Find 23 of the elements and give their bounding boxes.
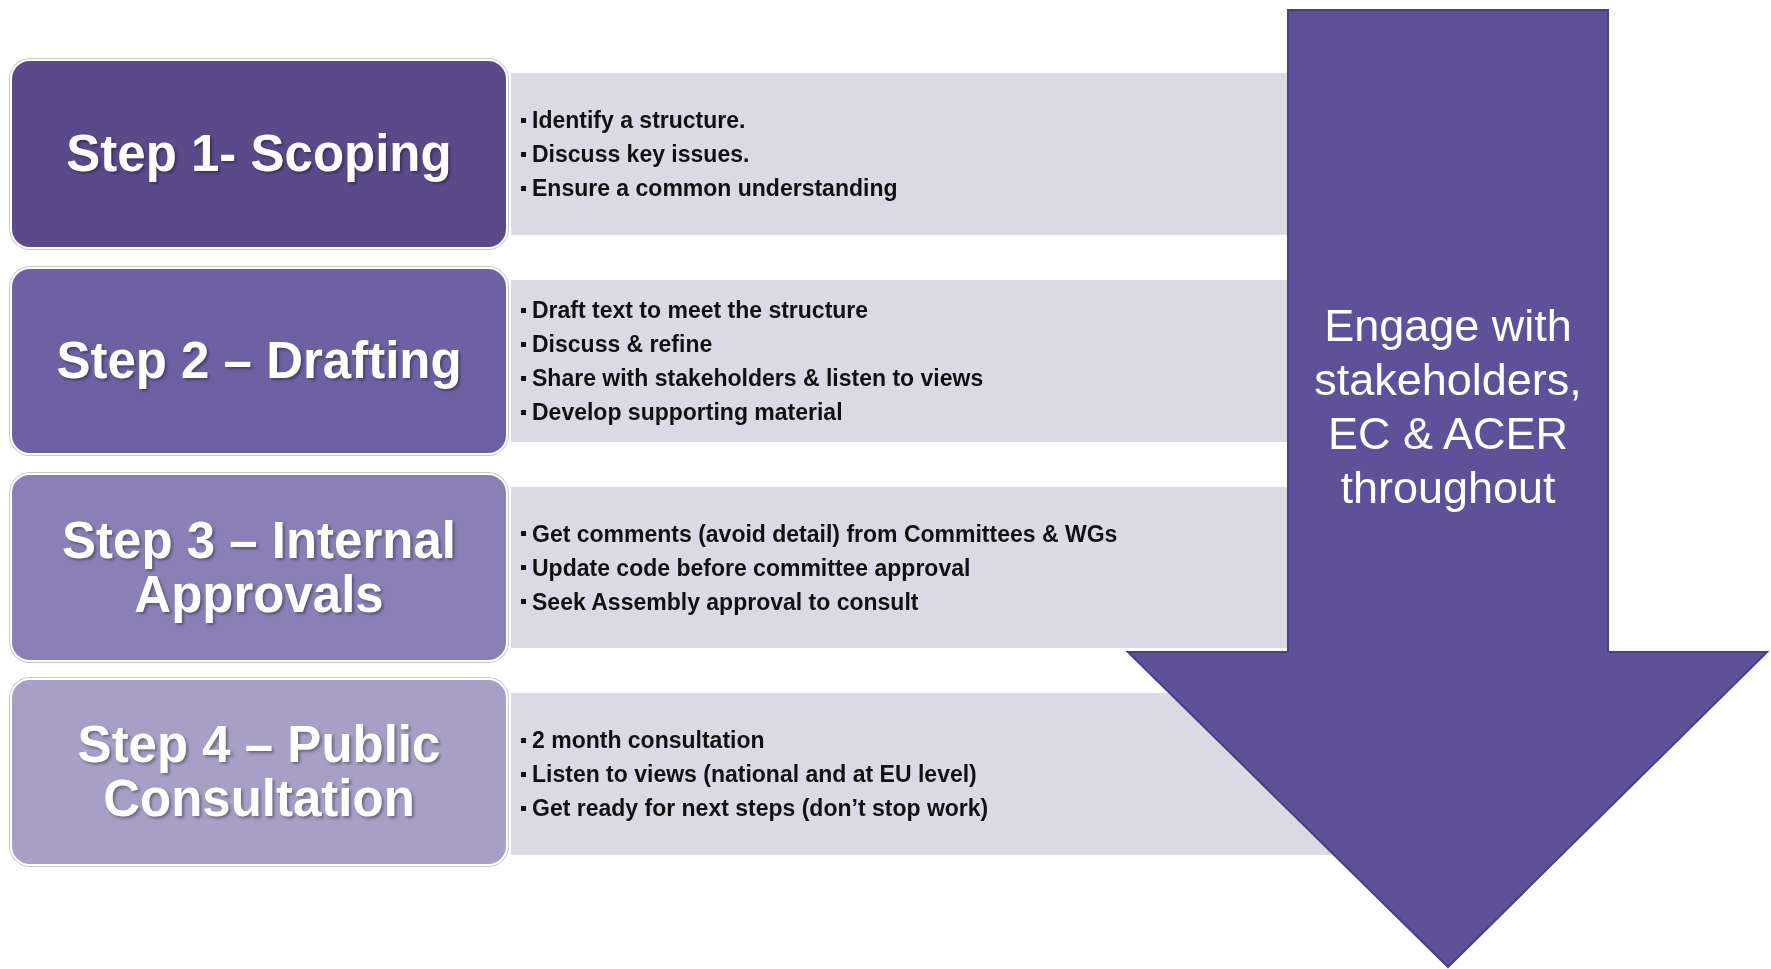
bullet-item: Get comments (avoid detail) from Committees & WGs [521, 516, 1288, 551]
bullet-item: Identify a structure. [521, 103, 1288, 137]
step-title: Step 1- Scoping [65, 127, 453, 181]
step-box [10, 678, 508, 866]
description-band [511, 693, 1331, 855]
arrow-label: Engage with stakeholders, EC & ACER throughout [1313, 299, 1583, 515]
bullet-item: Seek Assembly approval to consult [521, 584, 1288, 619]
step-title: Step 3 – Internal Approvals [61, 513, 457, 622]
description-band [511, 280, 1288, 442]
bullet-item: Ensure a common understanding [521, 171, 1288, 205]
description-band [511, 487, 1288, 648]
bullet-item: Discuss & refine [521, 327, 1288, 361]
bullet-item: Develop supporting material [521, 395, 1288, 429]
step-box [10, 473, 508, 662]
step-box [10, 59, 508, 249]
bullet-item: Update code before committee approval [521, 550, 1288, 585]
bullet-item: Draft text to meet the structure [521, 293, 1288, 327]
description-band [511, 73, 1288, 235]
bullet-item: Share with stakeholders & listen to views [521, 361, 1288, 395]
step-title: Step 4 – Public Consultation [76, 718, 442, 826]
bullet-item: Discuss key issues. [521, 137, 1288, 171]
step-title: Step 2 – Drafting [55, 334, 463, 388]
step-box [10, 267, 508, 455]
